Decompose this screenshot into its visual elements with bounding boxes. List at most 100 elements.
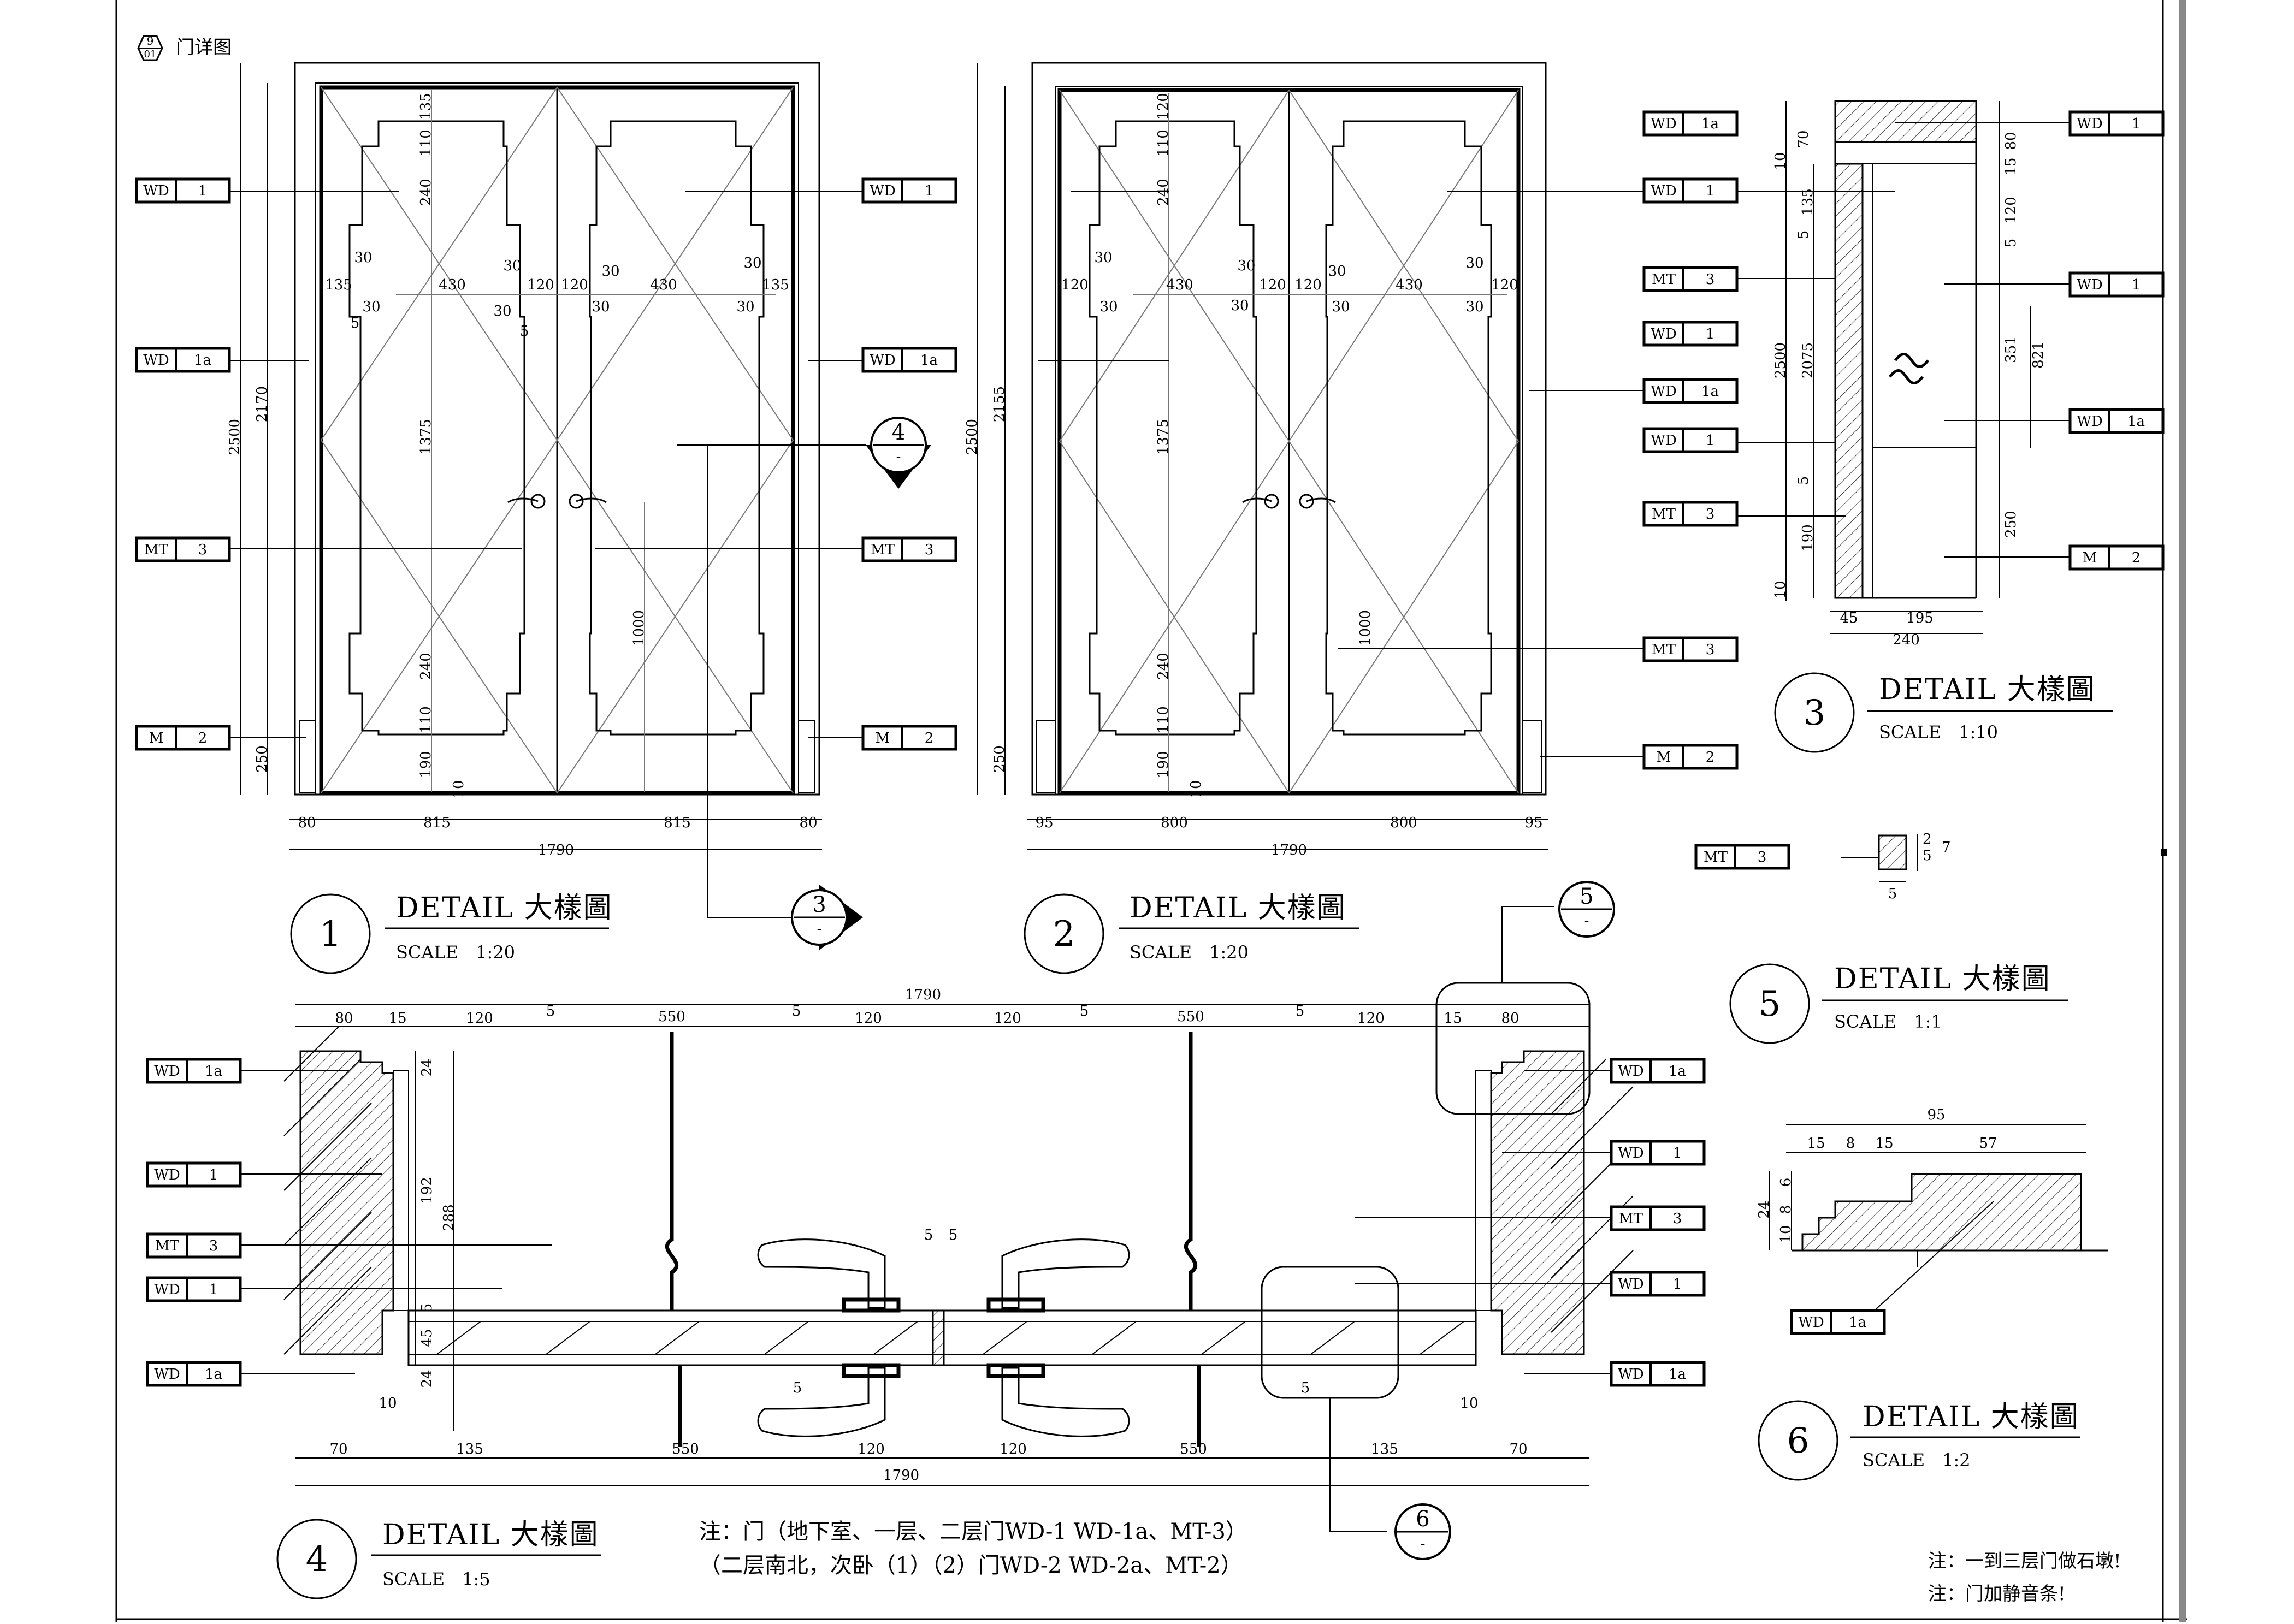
- elevation-2: 95 800 800 95 1790 2500 2155 250 120 110…: [964, 62, 1548, 858]
- svg-text:5: 5: [351, 315, 360, 331]
- svg-text:821: 821: [2030, 341, 2047, 369]
- section-6: 95 15 8 15 57 24 6 8 10: [1756, 1107, 2108, 1267]
- elevation-1: 80 815 815 80 1790 2500 2170 250 135 110…: [227, 62, 822, 858]
- svg-text:30: 30: [1328, 263, 1346, 280]
- svg-text:120: 120: [2003, 197, 2019, 224]
- svg-text:8: 8: [1846, 1135, 1855, 1152]
- svg-text:DETAIL 大樣圖: DETAIL 大樣圖: [1863, 1401, 2079, 1433]
- svg-text:30: 30: [601, 263, 619, 280]
- svg-text:10: 10: [1460, 1395, 1478, 1412]
- svg-text:120: 120: [561, 277, 588, 293]
- material-number: 3: [1758, 849, 1767, 866]
- section-3: 70 10 135 5 2500 2075 5 190 10 80 15 120…: [1772, 100, 2047, 648]
- sheet-title: 门详图: [176, 37, 232, 58]
- svg-text:430: 430: [650, 277, 677, 293]
- svg-text:135: 135: [762, 277, 789, 293]
- svg-text:1: 1: [320, 914, 342, 955]
- svg-text:240: 240: [1155, 179, 1172, 206]
- svg-text:135: 135: [325, 277, 352, 293]
- svg-text:5: 5: [1301, 1380, 1310, 1396]
- door-note-line-2: （二层南北，次卧（1）（2）门WD-2 WD-2a、MT-2）: [699, 1553, 1243, 1578]
- material-number: 2: [925, 730, 934, 746]
- svg-text:110: 110: [1155, 706, 1172, 733]
- material-code: WD: [1651, 326, 1677, 342]
- svg-text:30: 30: [1099, 299, 1118, 315]
- svg-text:192: 192: [419, 1177, 435, 1204]
- svg-text:815: 815: [423, 815, 451, 831]
- material-tag-wd-1: WD 1: [1642, 177, 1739, 204]
- material-number: 1: [209, 1282, 218, 1298]
- svg-text:120: 120: [1294, 277, 1322, 293]
- material-code: M: [1657, 749, 1671, 766]
- material-code: WD: [1651, 383, 1677, 400]
- svg-text:2500: 2500: [964, 419, 980, 455]
- svg-text:135: 135: [1800, 188, 1816, 216]
- material-number: 1: [1706, 326, 1715, 342]
- svg-text:10: 10: [1772, 580, 1789, 598]
- svg-text:24: 24: [419, 1058, 435, 1076]
- svg-text:250: 250: [2003, 511, 2019, 538]
- detail-title-4: 4 DETAIL 大樣圖 SCALE 1:5: [276, 1519, 601, 1599]
- material-tag-wd-1a: WD 1a: [1642, 378, 1739, 404]
- material-code: WD: [1651, 183, 1677, 199]
- note-line-1: 注：一到三层门做石墩!: [1928, 1550, 2121, 1572]
- svg-text:1375: 1375: [1155, 419, 1172, 455]
- material-code: MT: [871, 542, 895, 558]
- svg-text:SCALE 1:10: SCALE 1:10: [1879, 722, 1998, 743]
- svg-text:DETAIL 大樣圖: DETAIL 大樣圖: [396, 892, 613, 924]
- material-number: 2: [1706, 749, 1715, 766]
- svg-text:70: 70: [1509, 1441, 1527, 1457]
- material-code: WD: [2077, 116, 2103, 132]
- svg-text:2: 2: [1923, 831, 1932, 847]
- notes: 注：门（地下室、一层、二层门WD-1 WD-1a、MT-3） （二层南北，次卧（…: [699, 1519, 2121, 1605]
- svg-text:DETAIL 大樣圖: DETAIL 大樣圖: [382, 1519, 599, 1551]
- svg-text:DETAIL 大樣圖: DETAIL 大樣圖: [1834, 963, 2051, 995]
- material-number: 1a: [1701, 383, 1719, 400]
- svg-text:6: 6: [1787, 1421, 1810, 1461]
- material-number: 1a: [920, 352, 938, 369]
- svg-text:5: 5: [2003, 239, 2019, 248]
- material-code: M: [2083, 550, 2097, 566]
- section-5: 2 5 7 5: [1841, 831, 1951, 902]
- svg-text:8: 8: [1778, 1205, 1794, 1214]
- svg-text:30: 30: [1332, 299, 1350, 315]
- svg-text:250: 250: [254, 745, 270, 773]
- section-mark-5: 5 -: [1558, 881, 1615, 938]
- svg-text:30: 30: [743, 255, 761, 271]
- svg-text:5: 5: [1795, 476, 1812, 485]
- material-code: WD: [143, 183, 169, 199]
- svg-text:4: 4: [306, 1539, 328, 1580]
- material-code: M: [876, 730, 890, 746]
- svg-text:SCALE 1:1: SCALE 1:1: [1834, 1011, 1942, 1032]
- material-code: M: [149, 730, 164, 746]
- svg-text:80: 80: [1501, 1010, 1519, 1027]
- svg-text:190: 190: [1155, 751, 1172, 778]
- material-number: 3: [1706, 271, 1715, 288]
- svg-text:1790: 1790: [883, 1467, 919, 1484]
- svg-text:5: 5: [793, 1380, 802, 1396]
- svg-text:120: 120: [1000, 1441, 1027, 1457]
- svg-text:SCALE 1:20: SCALE 1:20: [1130, 942, 1249, 963]
- material-code: WD: [2077, 413, 2103, 430]
- svg-text:7: 7: [1942, 839, 1951, 856]
- material-code: WD: [1798, 1314, 1824, 1331]
- material-number: 1a: [1669, 1063, 1686, 1080]
- door-note-line-1: 注：门（地下室、一层、二层门WD-1 WD-1a、MT-3）: [699, 1519, 1247, 1544]
- svg-text:15: 15: [1875, 1135, 1893, 1152]
- material-code: WD: [1651, 432, 1677, 449]
- material-number: 1: [1706, 183, 1715, 199]
- material-number: 1: [198, 183, 208, 199]
- material-code: MT: [1652, 271, 1676, 288]
- detail-title-5: 5 DETAIL 大樣圖 SCALE 1:1: [1729, 963, 2068, 1044]
- svg-text:2075: 2075: [1800, 342, 1816, 378]
- material-code: WD: [154, 1063, 180, 1080]
